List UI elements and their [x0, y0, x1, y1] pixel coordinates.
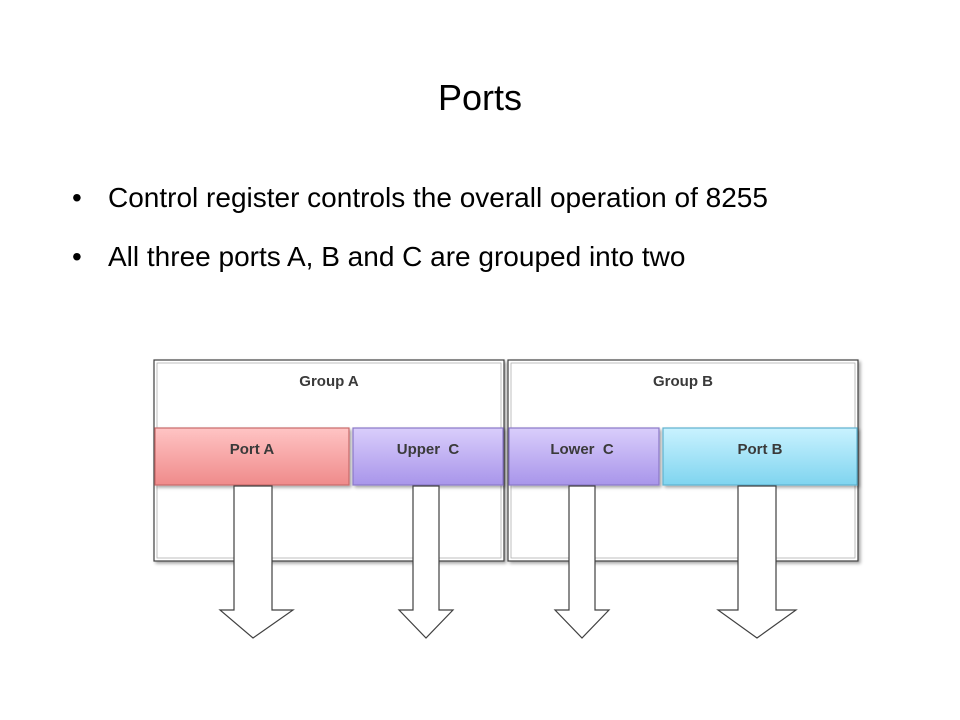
upper-c-arrow-icon [397, 485, 455, 639]
bullet-list: • Control register controls the overall … [72, 178, 872, 296]
port-b-arrow-icon [716, 485, 798, 639]
port-b-box: Port B [662, 427, 858, 486]
slide-title: Ports [437, 77, 523, 118]
group-b-label: Group B [653, 373, 713, 390]
lower-c-label: Lower C [550, 441, 614, 458]
bullet-item: • Control register controls the overall … [72, 178, 872, 217]
bullet-text: All three ports A, B and C are grouped i… [108, 241, 686, 272]
group-a-label: Group A [299, 373, 359, 390]
lower-c-box: Lower C [508, 427, 660, 486]
bullet-icon: • [72, 182, 82, 213]
upper-c-box: Upper C [352, 427, 504, 486]
port-a-label: Port A [230, 441, 275, 458]
port-a-arrow-icon [218, 485, 295, 639]
port-b-label: Port B [738, 441, 783, 458]
bullet-icon: • [72, 241, 82, 272]
bullet-text: Control register controls the overall op… [108, 182, 768, 213]
port-a-box: Port A [154, 427, 350, 486]
upper-c-label: Upper C [397, 441, 460, 458]
bullet-item: • All three ports A, B and C are grouped… [72, 237, 872, 276]
lower-c-arrow-icon [553, 485, 611, 639]
